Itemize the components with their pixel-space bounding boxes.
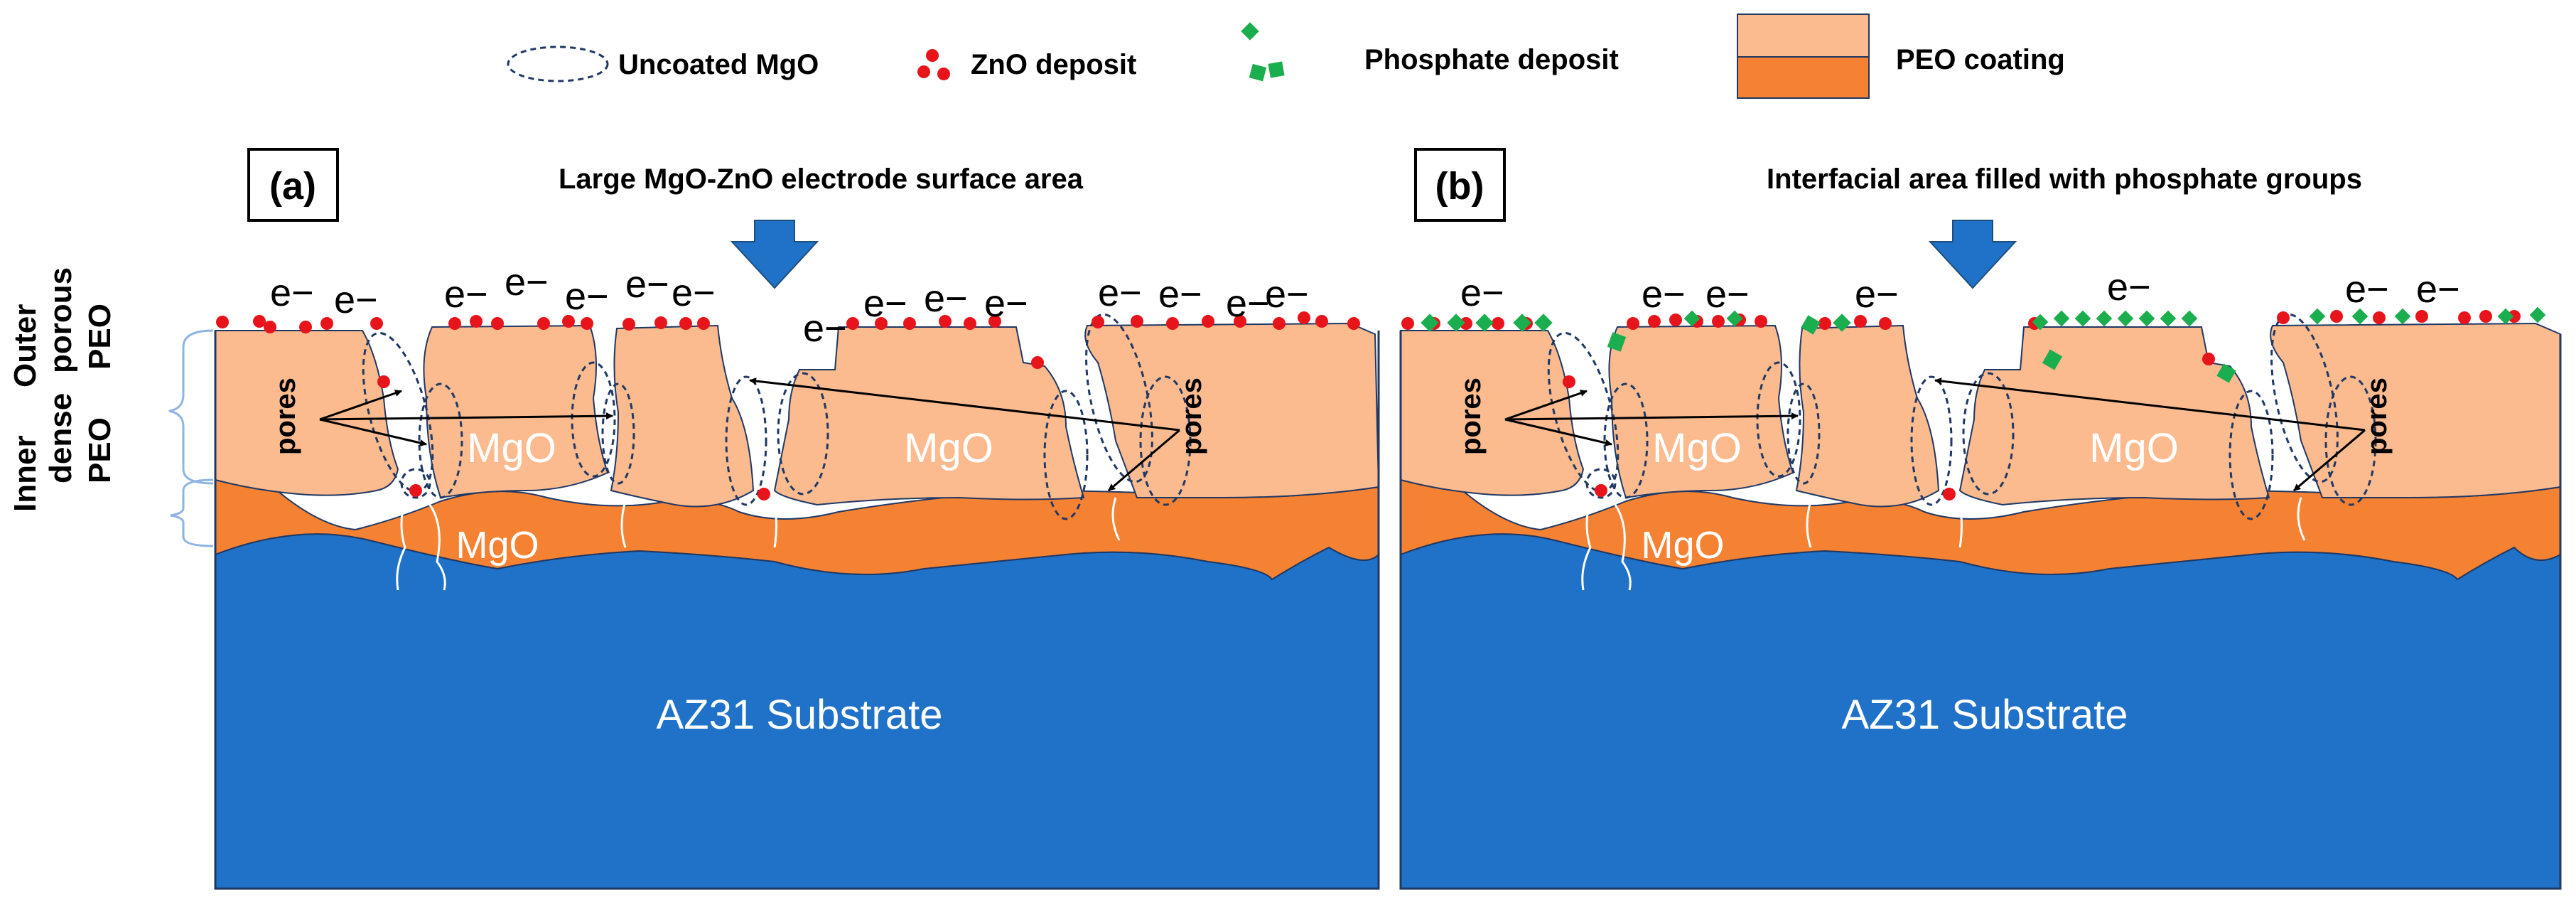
electron: e−	[1265, 273, 1309, 316]
panel-b-outer-block-4	[1958, 326, 2270, 506]
side-label-porous: porous	[43, 267, 78, 373]
panel-b-electrons: e− e− e− e− e− e− e−	[1460, 266, 2460, 316]
panel-b-substrate-label: AZ31 Substrate	[1842, 692, 2128, 738]
legend-peo-swatch	[1737, 14, 1870, 99]
panel-b-pores-label-left: pores	[1455, 377, 1487, 455]
legend-peo-label: PEO coating	[1896, 44, 2065, 75]
panel-a-cracks	[396, 497, 1121, 591]
electron: e−	[625, 263, 669, 306]
panel-a-outer-block-2	[423, 324, 609, 499]
panel-b-mgo-label-right: MgO	[2089, 425, 2179, 471]
panel-a-mgo-label-left: MgO	[467, 425, 556, 471]
legend-phosphate-swatch	[1241, 22, 1285, 82]
electron: e−	[1855, 273, 1899, 316]
electron: e−	[2416, 268, 2460, 311]
panel-b-pore-arrows	[1504, 377, 2366, 492]
panel-a-label: (a)	[269, 165, 316, 208]
side-label-inner: Inner	[8, 435, 43, 512]
panel-a-pores-label-left: pores	[270, 377, 301, 455]
panel-a-label-box	[247, 148, 339, 222]
panel-b-pores-label-right: pores	[2361, 377, 2393, 455]
panel-b-mgo-label-left: MgO	[1652, 425, 1742, 471]
panel-b-label-box	[1414, 148, 1506, 222]
panel-a-pores-label-right: pores	[1176, 377, 1207, 455]
panel-b: (b) Interfacial area filled with phospha…	[1399, 148, 2562, 890]
panel-b-outer-block-5	[2270, 322, 2561, 498]
panel-b-outer-block-2	[1608, 324, 1794, 499]
electron: e−	[924, 277, 968, 320]
panel-a-down-arrow	[730, 220, 819, 289]
legend-phosphate-label: Phosphate deposit	[1364, 44, 1619, 75]
legend-uncoated-label: Uncoated MgO	[618, 49, 819, 80]
panel-a-outer-block-5	[1084, 322, 1380, 498]
electron: e−	[2107, 266, 2151, 309]
legend-zno-swatch	[917, 49, 950, 80]
panel-b-mgo-label-dense: MgO	[1641, 524, 1724, 567]
electron: e−	[803, 307, 847, 350]
brace-inner	[170, 478, 214, 547]
legend: Uncoated MgO ZnO deposit Phosphate depos…	[507, 14, 2065, 99]
panel-a-zno-deposits	[216, 311, 1360, 500]
panel-a-electrons: e− e− e− e− e− e− e− e− e− e− e− e− e− e…	[270, 261, 1309, 350]
electron: e−	[1158, 273, 1202, 316]
electron: e−	[863, 282, 907, 325]
legend-zno-label: ZnO deposit	[971, 49, 1136, 80]
electron: e−	[1642, 273, 1686, 316]
panel-a-pore-arrows	[319, 377, 1180, 492]
panel-b-frame	[1399, 331, 2562, 890]
electron: e−	[270, 272, 314, 314]
panel-b-label: (b)	[1435, 165, 1484, 208]
panel-a-outer-block-1	[215, 330, 399, 496]
electron: e−	[565, 275, 609, 318]
panel-a-outer-block-4	[773, 326, 1085, 506]
electron: e−	[672, 272, 716, 314]
panel-a: (a) Large MgO-ZnO electrode surface area…	[214, 148, 1380, 890]
panel-a-substrate-label: AZ31 Substrate	[657, 692, 943, 738]
electron: e−	[2345, 268, 2389, 311]
panel-b-outer-block-1	[1400, 330, 1585, 496]
panel-a-mgo-label-right: MgO	[904, 425, 993, 471]
panel-b-cracks	[1581, 497, 2306, 591]
electron: e−	[1705, 273, 1750, 316]
side-label-outer: Outer	[8, 304, 43, 387]
panel-a-heading: Large MgO-ZnO electrode surface area	[559, 164, 1084, 195]
electron: e−	[1460, 272, 1504, 314]
electron: e−	[505, 261, 549, 304]
side-label-peo-inner: PEO	[82, 417, 117, 483]
panel-a-mgo-label-dense: MgO	[456, 524, 539, 567]
panel-a-frame	[214, 331, 1380, 890]
electron: e−	[334, 279, 378, 321]
side-label-dense: dense	[43, 393, 78, 483]
panel-b-heading: Interfacial area filled with phosphate g…	[1767, 164, 2362, 195]
brace-outer	[168, 329, 214, 485]
electron: e−	[1098, 272, 1142, 314]
panel-b-down-arrow	[1928, 220, 2017, 289]
electron: e−	[1226, 282, 1270, 325]
electron: e−	[444, 273, 488, 316]
side-label-peo-outer: PEO	[82, 304, 117, 370]
side-labels: Inner dense PEO Outer porous PEO	[8, 267, 214, 547]
electron: e−	[984, 282, 1028, 325]
legend-uncoated-swatch	[507, 45, 609, 82]
panel-a-uncoated-mgo	[362, 313, 1192, 520]
